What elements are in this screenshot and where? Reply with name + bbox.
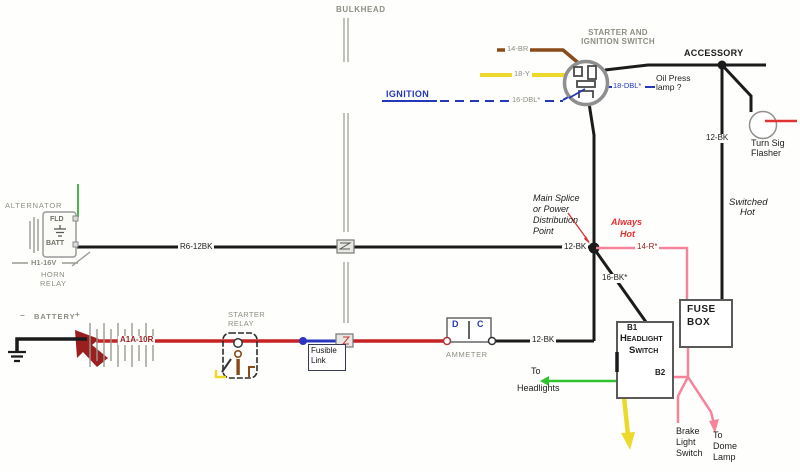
horn-relay-label-2: RELAY <box>40 279 67 288</box>
bulkhead-connector-upper <box>336 239 355 254</box>
brake-light-switch-note: Brake Light Switch <box>676 426 703 458</box>
wire-label-a1a-10r: A1A-10R <box>118 335 156 345</box>
wire-14r-line <box>596 246 689 300</box>
wire-label-14r: 14-R* <box>635 242 660 252</box>
dome-lamp-arrowhead <box>709 419 719 433</box>
headlight-switch-b1: B1 <box>627 323 638 332</box>
headlight-switch-label-1: Headlight <box>620 333 663 344</box>
dome-lamp-note: To Dome Lamp <box>713 430 738 462</box>
to-headlights-label-2: Headlights <box>517 383 560 393</box>
battery-ground-icon <box>8 337 87 363</box>
fuse-box <box>679 299 733 348</box>
wire-label-18y: 18-Y <box>512 69 532 79</box>
to-headlights-label-1: To <box>531 366 541 376</box>
ammeter-label: AMMETER <box>446 350 488 359</box>
wire-label-18dbl: 18-DBL* <box>613 81 642 90</box>
battery-label: BATTERY <box>34 312 76 321</box>
switched-hot-note: Switched Hot <box>729 197 768 219</box>
main-feed-wire-12bk <box>77 102 596 343</box>
alternator-symbol <box>12 211 91 267</box>
oil-press-note: Oil Press lamp ? <box>656 73 691 93</box>
wire-label-12bk-splice: 12-BK <box>562 242 589 252</box>
turn-sig-flasher-symbol <box>748 110 797 140</box>
wire-label-16dbl: 16-DBL* <box>510 95 543 105</box>
fuse-box-label-1: FUSE <box>687 304 716 315</box>
starter-relay-label-1: STARTER <box>228 310 266 319</box>
splice-pointer-arrow <box>567 212 590 244</box>
main-splice-note: Main Splice or Power Distribution Point <box>533 193 580 236</box>
wire-label-12bk-ammeter: 12-BK <box>530 335 557 345</box>
alternator-fld-label: FLD <box>50 216 64 223</box>
headlight-switch-output-wire <box>621 396 635 450</box>
starter-relay-symbol <box>214 332 258 379</box>
battery-arrowhead <box>75 330 108 367</box>
bulkhead-label: BULKHEAD <box>336 5 386 14</box>
accessory-wire <box>604 60 766 300</box>
fuse-box-label-2: BOX <box>687 317 711 328</box>
turn-sig-flasher-label: Turn Sig Flasher <box>751 138 785 158</box>
ammeter-symbol <box>442 317 497 346</box>
starter-relay-label-2: RELAY <box>228 319 255 328</box>
h1-16v-label: H1-16V <box>31 258 57 267</box>
battery-symbol <box>8 323 154 367</box>
headlight-switch-box <box>615 321 674 399</box>
wire-label-16bk: 16-BK* <box>600 273 630 283</box>
bulkhead-line <box>343 18 349 323</box>
accessory-label: ACCESSORY <box>684 48 744 58</box>
alternator-label: ALTERNATOR <box>5 201 63 210</box>
headlight-switch-label-2: Switch <box>629 345 659 356</box>
battery-minus-label: − <box>20 311 25 320</box>
always-hot-note: Always Hot <box>611 217 643 239</box>
wire-label-12bk-right: 12-BK <box>704 133 731 143</box>
wire-label-r6-12bk: R6-12BK <box>178 242 215 252</box>
yellow-arrowhead <box>621 432 635 450</box>
main-splice-dot <box>588 242 600 254</box>
ammeter-d-terminal: D <box>452 319 459 329</box>
ignition-switch-symbol <box>562 59 610 107</box>
headlight-switch-b2: B2 <box>655 368 666 377</box>
battery-plus-label: + <box>75 310 80 319</box>
horn-relay-label-1: HORN <box>41 270 66 279</box>
alternator-ground-icon <box>54 225 66 237</box>
fusebox-output-wires <box>672 347 719 433</box>
wire-16bk-diagonal <box>593 249 648 323</box>
ignition-switch-title: STARTER AND IGNITION SWITCH <box>581 28 655 46</box>
fusible-link-box: Fusible Link <box>308 344 346 371</box>
headlights-arrowhead <box>540 376 549 386</box>
wire-label-14br: 14-BR <box>505 44 531 54</box>
to-headlights-wire <box>540 376 617 386</box>
ignition-label: IGNITION <box>386 89 430 99</box>
alternator-batt-label: BATT <box>46 240 65 247</box>
accessory-junction-dot <box>717 60 727 70</box>
ammeter-c-terminal: C <box>477 319 484 329</box>
